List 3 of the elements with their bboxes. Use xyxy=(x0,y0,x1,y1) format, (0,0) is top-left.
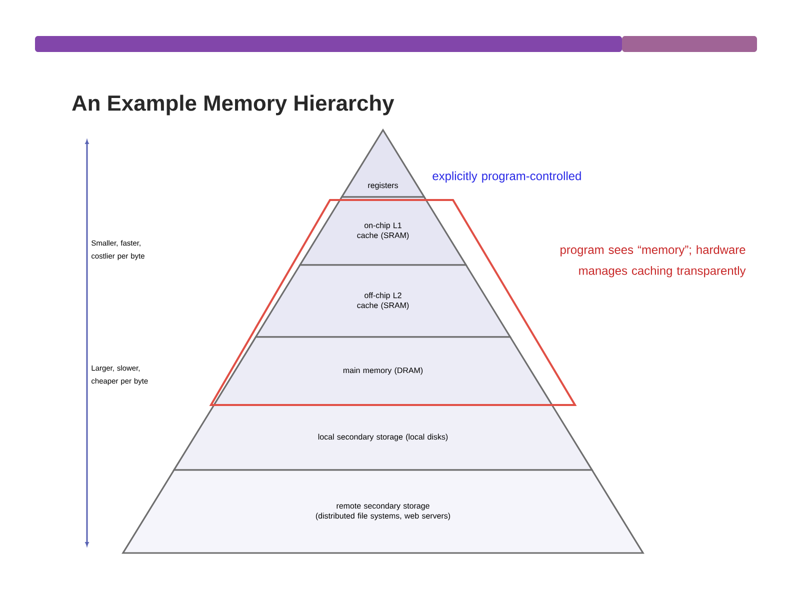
slide-title: An Example Memory Hierarchy xyxy=(72,94,394,116)
annotation-text: program sees “memory”; hardware manages caching transparently xyxy=(560,245,746,278)
annotation-text: explicitly program-controlled xyxy=(432,171,581,183)
